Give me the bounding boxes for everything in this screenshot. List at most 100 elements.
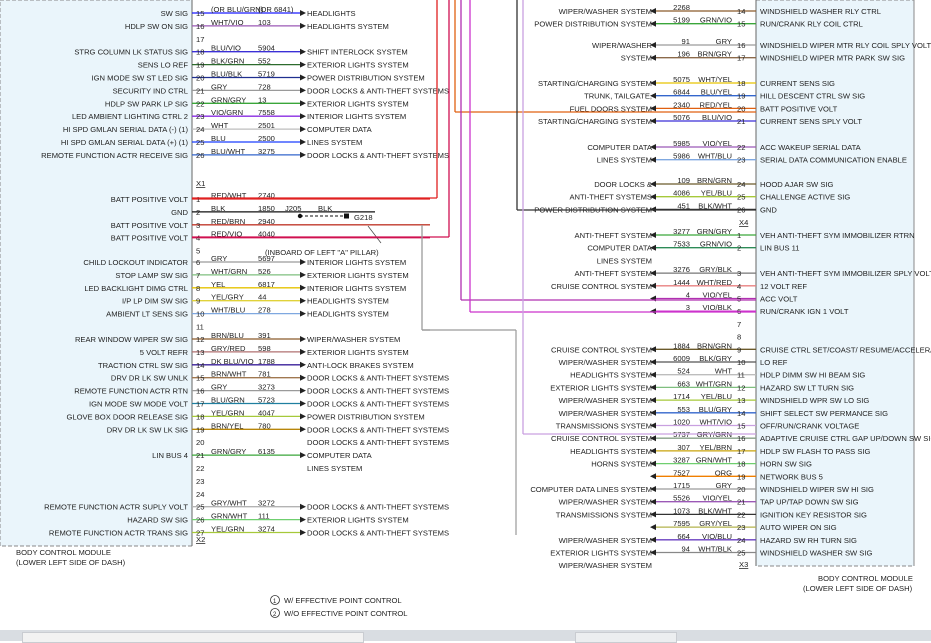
right-pin-signal: WINDSHIELD WASHER SW SIG	[760, 549, 872, 558]
right-source: COMPUTER DATA LINES SYSTEM	[530, 485, 652, 494]
left-destination: EXTERIOR LIGHTS SYSTEM	[307, 61, 409, 70]
bottom-thumbnail-right[interactable]	[575, 632, 677, 643]
right-circuit-number: 6009	[673, 354, 690, 363]
right-pin-number: 15	[737, 422, 745, 431]
left-wire-color: YEL	[211, 280, 225, 289]
left-circuit-number: 780	[258, 421, 271, 430]
right-circuit-number: 3287	[673, 456, 690, 465]
right-pin-number: 8	[737, 333, 741, 342]
right-circuit-number: 196	[677, 50, 690, 59]
right-wire-color: BLU/VIO	[702, 113, 732, 122]
right-circuit-number: 1714	[673, 392, 690, 401]
ground-wire-label: BLK	[318, 204, 332, 213]
right-pin-number: 19	[737, 472, 745, 481]
ground-point-label: G218	[354, 213, 373, 222]
left-pin-signal: STRG COLUMN LK STATUS SIG	[74, 48, 188, 57]
right-pin-number: 21	[737, 498, 745, 507]
arrow-icon	[300, 387, 306, 394]
arrow-icon	[300, 452, 306, 459]
right-circuit-number: 6844	[673, 88, 690, 97]
right-source: POWER DISTRIBUTION SYSTEM	[534, 20, 652, 29]
right-source: CRUISE CONTROL SYSTEM	[551, 434, 652, 443]
arrow-icon	[650, 8, 656, 14]
right-pin-number: 12	[737, 383, 745, 392]
arrow-icon	[300, 336, 306, 342]
left-wire-color: BRN/WHT	[211, 370, 247, 379]
left-pin-number: 16	[196, 387, 204, 396]
right-wire-color: GRY/BLK	[699, 265, 732, 274]
right-circuit-number: 553	[677, 405, 690, 414]
bottom-scroll-strip[interactable]	[0, 630, 931, 641]
right-pin-number: 18	[737, 460, 745, 469]
left-destination: DOOR LOCKS & ANTI-THEFT SYSTEMS	[307, 503, 449, 512]
legend-2-badge	[270, 608, 280, 618]
left-wire-color: YEL/GRY	[211, 293, 244, 302]
left-destination: INTERIOR LIGHTS SYSTEM	[307, 258, 406, 267]
right-circuit-number: 3276	[673, 265, 690, 274]
arrow-icon	[300, 529, 306, 536]
left-destination: EXTERIOR LIGHTS SYSTEM	[307, 271, 409, 280]
left-destination: ANTI-LOCK BRAKES SYSTEM	[307, 361, 414, 370]
left-pin-number: 19	[196, 425, 204, 434]
right-pin-signal: SERIAL DATA COMMUNICATION ENABLE	[760, 156, 907, 165]
arrow-icon	[650, 92, 656, 99]
right-pin-signal: RUN/CRANK IGN 1 VOLT	[760, 307, 849, 316]
arrow-icon	[650, 435, 656, 442]
right-module-name: BODY CONTROL MODULE	[818, 574, 913, 583]
right-pin-signal: WINDSHIELD WIPER MTR PARK SW SIG	[760, 54, 905, 63]
right-module-location: (LOWER LEFT SIDE OF DASH)	[803, 584, 913, 593]
bottom-thumbnail-left[interactable]	[22, 632, 364, 643]
right-circuit-number: 1073	[673, 506, 690, 515]
left-pin-number: 12	[196, 335, 204, 344]
left-pin-signal: DRV DR LK SW UNLK	[111, 374, 188, 383]
right-pin-signal: CHALLENGE ACTIVE SIG	[760, 193, 850, 202]
left-destination: INTERIOR LIGHTS SYSTEM	[307, 112, 406, 121]
left-pin-number: 25	[196, 138, 204, 147]
right-pin-signal: HORN SW SIG	[760, 460, 812, 469]
arrow-icon	[300, 139, 306, 145]
left-pin-number: 9	[196, 297, 200, 306]
left-circuit-number: 598	[258, 344, 271, 353]
left-pin-number: 19	[196, 61, 204, 70]
arrow-icon	[650, 20, 656, 27]
right-circuit-number: 5985	[673, 139, 690, 148]
right-circuit-number: 5075	[673, 75, 690, 84]
left-pin-number: 5	[196, 247, 200, 256]
arrow-icon	[650, 397, 656, 404]
left-pin-signal: HDLP SW PARK LP SIG	[105, 99, 188, 108]
right-pin-signal: GND	[760, 205, 777, 214]
arrow-icon	[300, 74, 306, 81]
left-pin-number: 20	[196, 438, 204, 447]
right-wire-color: GRY	[716, 481, 732, 490]
left-pin-signal: 5 VOLT REFR	[140, 348, 189, 357]
arrow-icon	[300, 100, 306, 107]
arrow-icon	[300, 361, 306, 368]
right-pin-number: 25	[737, 193, 745, 202]
left-pin-number: 21	[196, 86, 204, 95]
left-pin-number: 17	[196, 35, 204, 44]
right-pin-number: 5	[737, 295, 741, 304]
arrow-icon	[650, 422, 656, 429]
left-wire-color: RED/VIO	[211, 230, 242, 239]
arrow-icon	[650, 447, 656, 454]
right-pin-signal: NETWORK BUS 5	[760, 472, 823, 481]
right-module-box	[755, 0, 915, 567]
ground-splice-label: J205	[285, 204, 301, 213]
left-pin-signal: REMOTE FUNCTION ACTR RTN	[74, 387, 188, 396]
right-pin-number: 14	[737, 409, 745, 418]
connector-x2-label: X2	[196, 535, 205, 544]
right-source: HEADLIGHTS SYSTEM	[570, 371, 652, 380]
right-wire-color: VIO/YEL	[702, 291, 732, 300]
arrow-icon	[650, 384, 656, 391]
arrow-icon	[300, 310, 306, 317]
left-circuit-number: 6135	[258, 447, 275, 456]
right-source: FUEL DOORS SYSTEM	[570, 104, 652, 113]
arrow-icon	[650, 473, 656, 480]
arrow-icon	[300, 113, 306, 120]
left-circuit-number: 111	[258, 512, 270, 521]
arrow-icon	[650, 193, 656, 200]
right-pin-number: 25	[737, 549, 745, 558]
arrow-icon	[650, 156, 656, 163]
arrow-icon	[650, 144, 656, 150]
left-circuit-number: 4040	[258, 230, 275, 239]
